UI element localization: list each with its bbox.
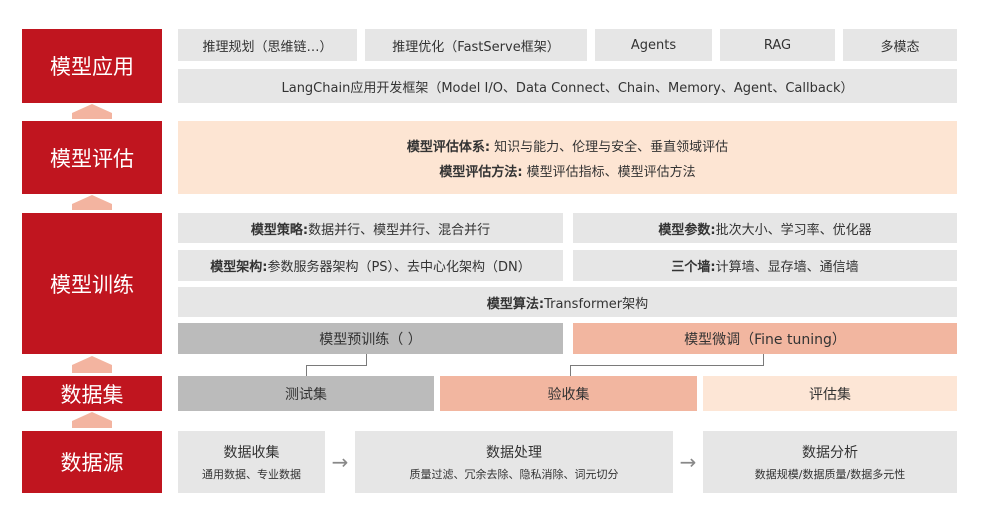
layer-label-data-source: 数据源 bbox=[22, 431, 162, 493]
up-arrow-icon bbox=[72, 104, 112, 121]
train-pretraining: 模型预训练（ ） bbox=[178, 323, 563, 354]
app-item-inference-optimization: 推理优化（FastServe框架） bbox=[365, 29, 587, 61]
eval-method: 模型评估方法: 模型评估指标、模型评估方法 bbox=[439, 164, 696, 180]
train-params: 模型参数: 批次大小、学习率、优化器 bbox=[573, 213, 957, 243]
connector-line bbox=[570, 365, 764, 366]
layer-label-dataset: 数据集 bbox=[22, 376, 162, 411]
train-three-walls: 三个墙: 计算墙、显存墙、通信墙 bbox=[573, 250, 957, 281]
connector-line bbox=[306, 365, 307, 376]
train-algorithm: 模型算法: Transformer架构 bbox=[178, 287, 957, 317]
up-arrow-icon bbox=[72, 356, 112, 375]
train-finetuning: 模型微调（Fine tuning） bbox=[573, 323, 957, 354]
connector-line bbox=[306, 365, 367, 366]
source-analyze-sub: 数据规模/数据质量/数据多元性 bbox=[754, 468, 906, 481]
app-item-agents: Agents bbox=[595, 29, 712, 61]
eval-panel: 模型评估体系: 知识与能力、伦理与安全、垂直领域评估 模型评估方法: 模型评估指… bbox=[178, 121, 957, 194]
dataset-acceptance: 验收集 bbox=[440, 376, 697, 411]
up-arrow-icon bbox=[72, 412, 112, 430]
source-process-title: 数据处理 bbox=[486, 445, 542, 461]
layer-label-model-training: 模型训练 bbox=[22, 213, 162, 354]
source-analyze-title: 数据分析 bbox=[802, 445, 858, 461]
layer-label-model-application: 模型应用 bbox=[22, 29, 162, 103]
dataset-test: 测试集 bbox=[178, 376, 434, 411]
connector-line bbox=[366, 354, 367, 365]
right-arrow-icon: → bbox=[679, 450, 697, 474]
source-collect-title: 数据收集 bbox=[223, 445, 280, 461]
source-process: 数据处理 质量过滤、冗余去除、隐私消除、词元切分 bbox=[355, 431, 673, 493]
up-arrow-icon bbox=[72, 195, 112, 212]
app-item-reasoning-planning: 推理规划（思维链…） bbox=[178, 29, 357, 61]
app-langchain-framework: LangChain应用开发框架（Model I/O、Data Connect、C… bbox=[178, 69, 957, 103]
source-collect: 数据收集 通用数据、专业数据 bbox=[178, 431, 325, 493]
source-collect-sub: 通用数据、专业数据 bbox=[202, 468, 301, 481]
app-item-rag: RAG bbox=[720, 29, 835, 61]
train-architecture: 模型架构: 参数服务器架构（PS）、去中心化架构（DN） bbox=[178, 250, 563, 281]
eval-system: 模型评估体系: 知识与能力、伦理与安全、垂直领域评估 bbox=[406, 139, 729, 155]
right-arrow-icon: → bbox=[331, 450, 349, 474]
connector-line bbox=[763, 354, 764, 365]
dataset-evaluation: 评估集 bbox=[703, 376, 957, 411]
source-process-sub: 质量过滤、冗余去除、隐私消除、词元切分 bbox=[409, 468, 619, 481]
source-analyze: 数据分析 数据规模/数据质量/数据多元性 bbox=[703, 431, 957, 493]
app-item-multimodal: 多模态 bbox=[843, 29, 957, 61]
layer-label-model-evaluation: 模型评估 bbox=[22, 121, 162, 194]
connector-line bbox=[570, 365, 571, 376]
train-strategy: 模型策略: 数据并行、模型并行、混合并行 bbox=[178, 213, 563, 243]
